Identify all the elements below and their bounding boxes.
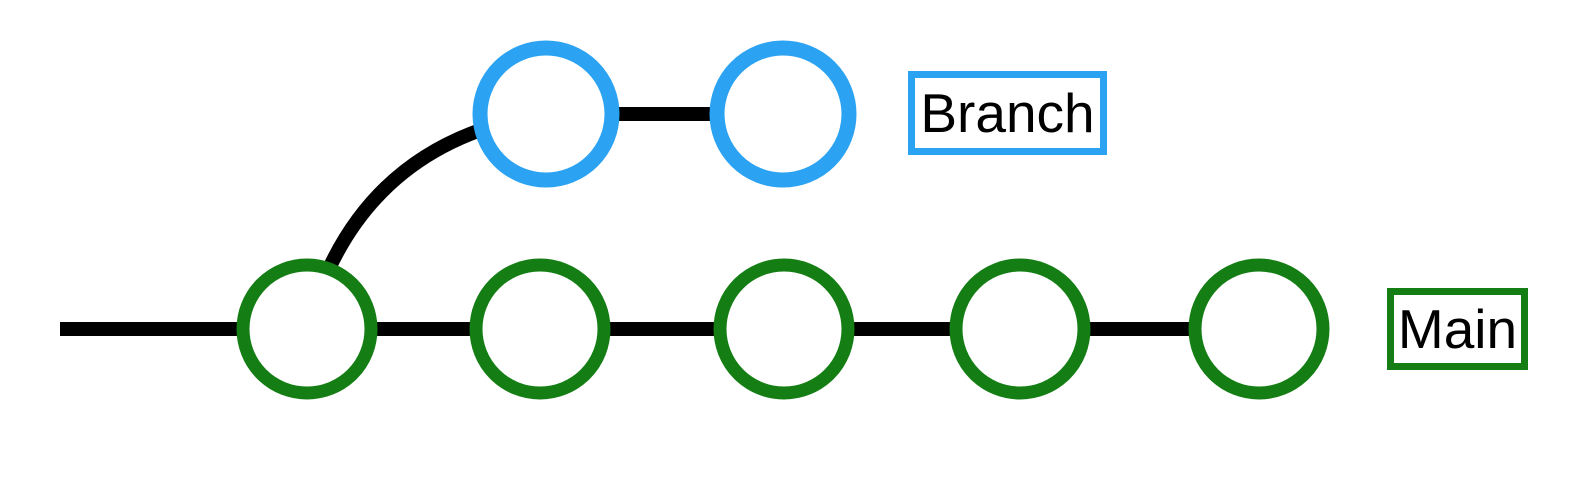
branch-label: Branch [920, 81, 1095, 144]
branch-label-box: Branch [908, 71, 1107, 155]
main-label-box: Main [1387, 288, 1528, 370]
branch-commit-node-2 [709, 40, 857, 188]
main-commit-node-4 [949, 258, 1091, 400]
main-commit-node-3 [713, 258, 855, 400]
branch-commit-node-1 [472, 40, 620, 188]
main-commit-node-1 [236, 258, 378, 400]
main-commit-node-2 [469, 258, 611, 400]
main-label: Main [1397, 297, 1518, 360]
main-commit-node-5 [1188, 258, 1330, 400]
